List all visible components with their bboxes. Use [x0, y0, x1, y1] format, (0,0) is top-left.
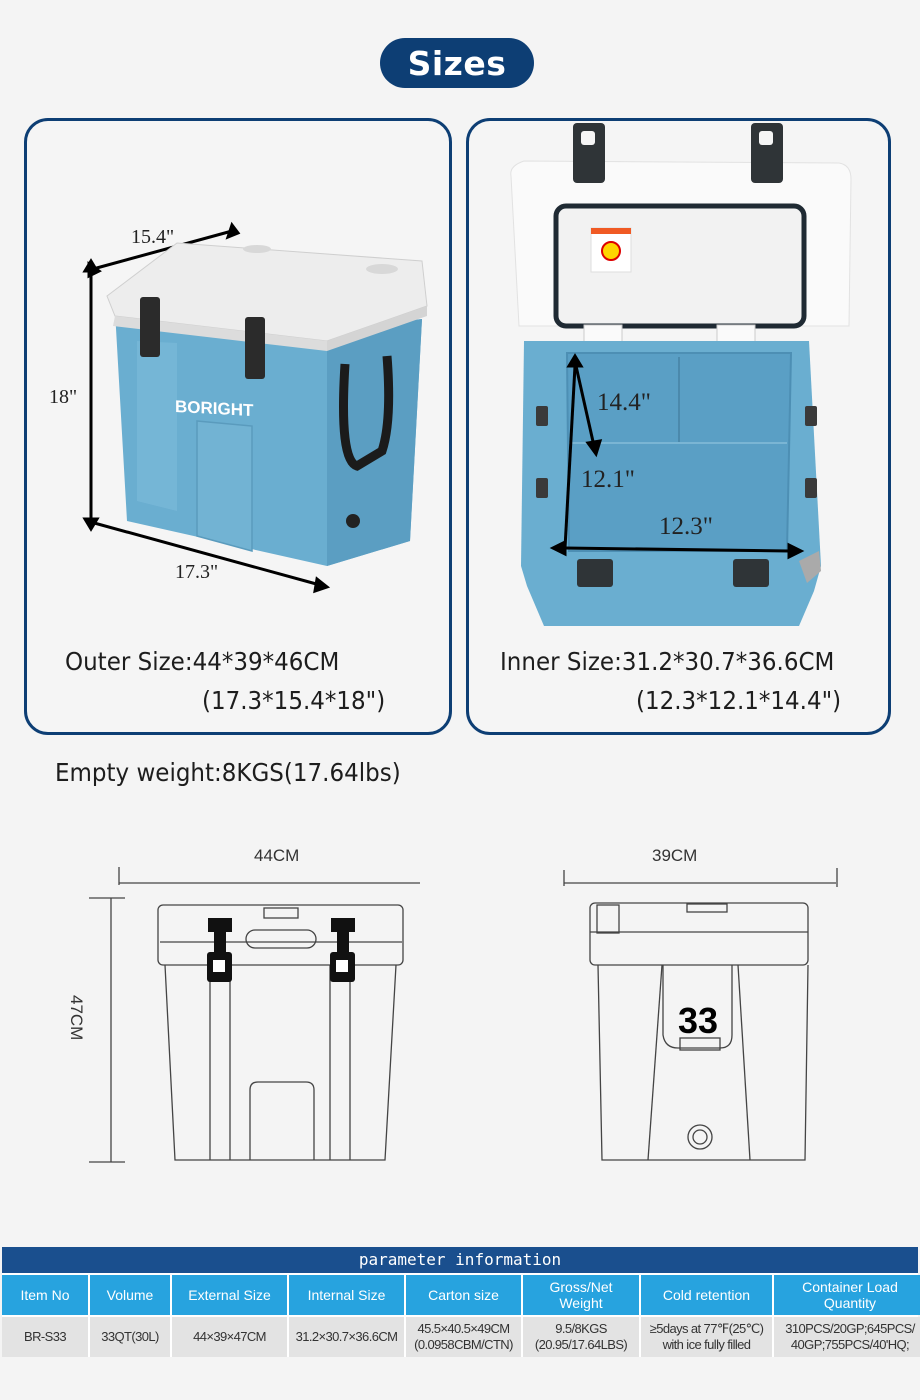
inner-length-label: 12.3"	[659, 513, 713, 540]
cell-internal-size: 31.2×30.7×36.6CM	[289, 1317, 404, 1357]
header-volume: Volume	[90, 1275, 170, 1315]
side-view-drawing	[563, 868, 838, 1161]
inner-size-text: Inner Size:31.2*30.7*36.6CM	[500, 647, 835, 676]
header-carton-size: Carton size	[406, 1275, 521, 1315]
inner-size-card: 14.4" 12.1" 12.3" Inner Size:31.2*30.7*3…	[466, 118, 891, 735]
cell-item-no: BR-S33	[2, 1317, 88, 1357]
header-internal-size: Internal Size	[289, 1275, 404, 1315]
model-number-label: 33	[678, 1000, 719, 1041]
front-view-drawing	[89, 867, 420, 1163]
cell-external-size: 44×39×47CM	[172, 1317, 287, 1357]
inner-depth-label: 12.1"	[581, 466, 635, 493]
cell-cold-retention: ≥5days at 77℉(25℃) with ice fully filled	[641, 1317, 772, 1357]
cell-carton-size: 45.5×40.5×49CM (0.0958CBM/CTN)	[406, 1317, 521, 1357]
header-external-size: External Size	[172, 1275, 287, 1315]
parameter-table: parameter information Item No Volume Ext…	[2, 1247, 920, 1357]
outer-size-text: Outer Size:44*39*46CM	[65, 647, 340, 676]
open-cooler-image	[510, 123, 852, 626]
page-title: Sizes	[407, 43, 507, 83]
header-weight: Gross/Net Weight	[523, 1275, 639, 1315]
front-width-label: 44CM	[254, 846, 300, 865]
cell-weight: 9.5/8KGS (20.95/17.64LBS)	[523, 1317, 639, 1357]
header-container-load: Container Load Quantity	[774, 1275, 920, 1315]
side-width-label: 39CM	[652, 846, 698, 865]
inner-size-inches: (12.3*12.1*14.4")	[636, 686, 842, 715]
sizes-title-pill: Sizes	[380, 38, 534, 88]
empty-weight-text: Empty weight:8KGS(17.64lbs)	[55, 758, 401, 787]
dim-height-label: 18"	[49, 386, 78, 408]
front-height-label: 47CM	[67, 995, 86, 1041]
header-item-no: Item No	[2, 1275, 88, 1315]
closed-cooler-image	[82, 221, 428, 594]
dim-length-label: 17.3"	[175, 561, 219, 583]
header-cold-retention: Cold retention	[641, 1275, 772, 1315]
brand-logo: BORIGHT	[175, 396, 254, 421]
inner-height-label: 14.4"	[597, 389, 651, 416]
cell-volume: 33QT(30L)	[90, 1317, 170, 1357]
dim-width-label: 15.4"	[131, 226, 175, 248]
table-title: parameter information	[2, 1247, 918, 1273]
cell-container-load: 310PCS/20GP;645PCS/ 40GP;755PCS/40'HQ;	[774, 1317, 920, 1357]
outer-size-card: 15.4" 18" 17.3" BORIGHT Outer Size:44*39…	[24, 118, 452, 735]
outer-size-inches: (17.3*15.4*18")	[202, 686, 386, 715]
